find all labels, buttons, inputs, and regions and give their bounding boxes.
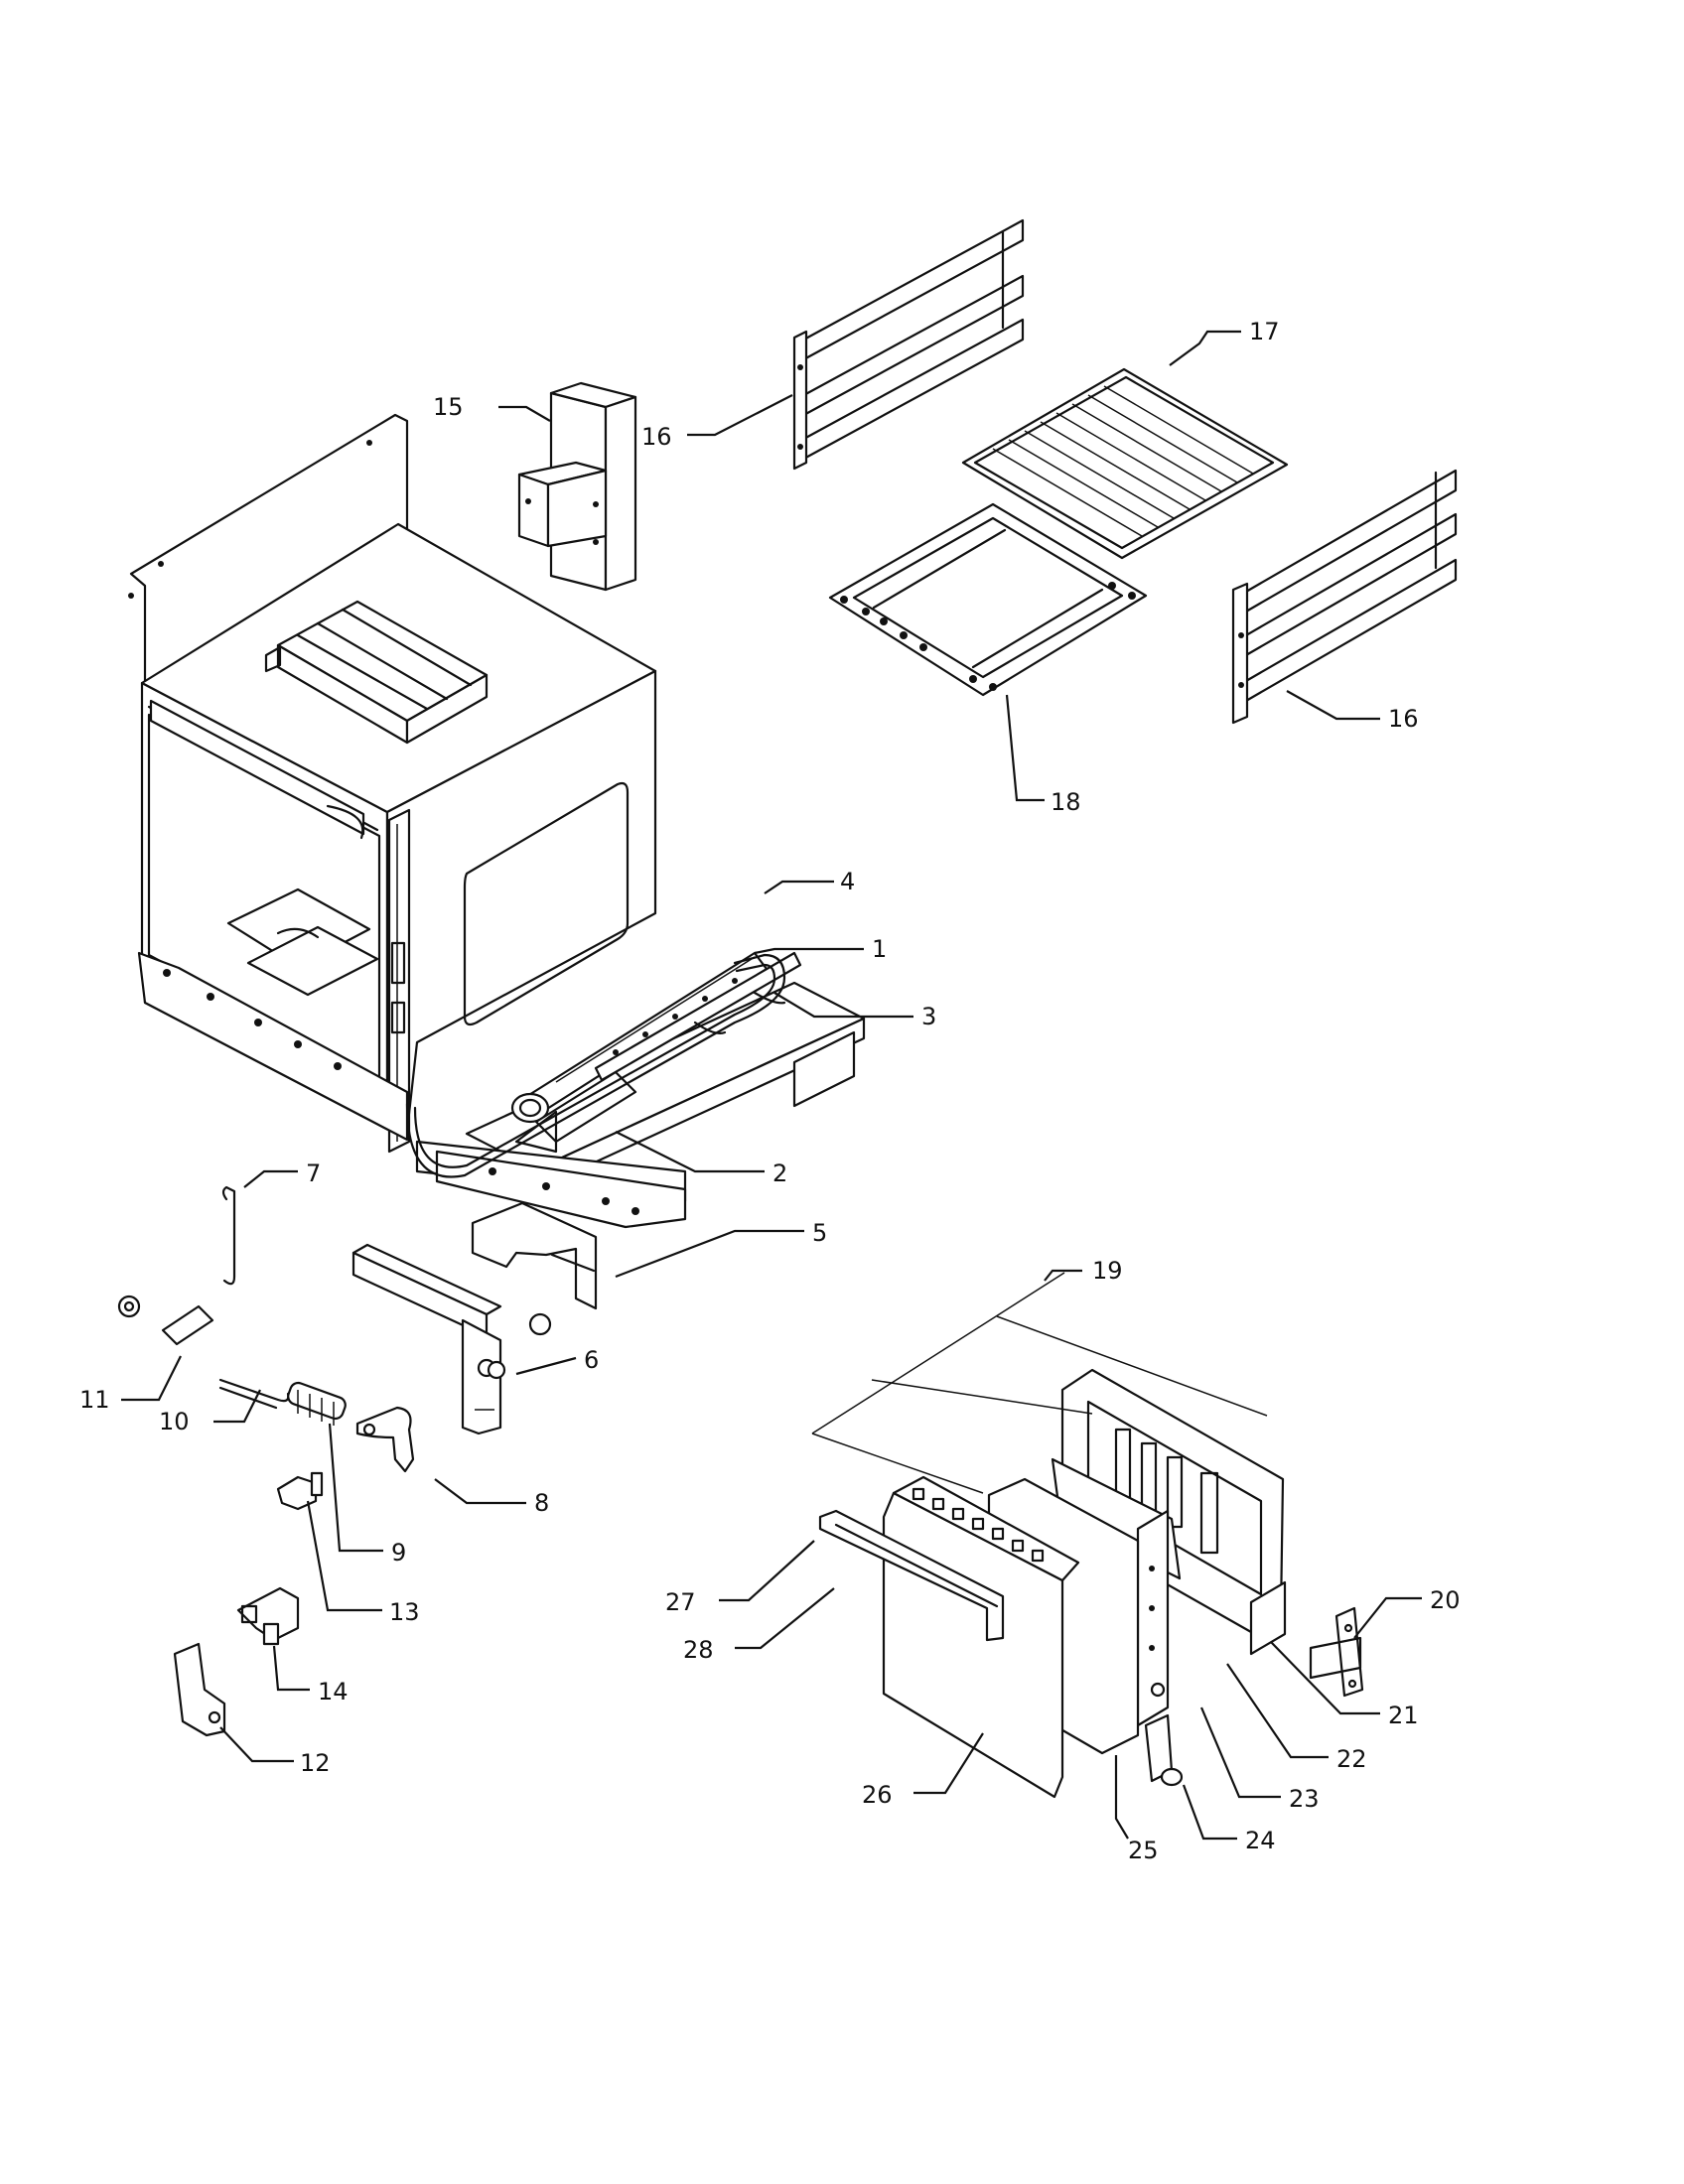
part-6-bracket (351, 1243, 552, 1435)
callout-7: 7 (306, 1160, 321, 1187)
door-vent-holes (912, 1487, 1045, 1563)
callout-27: 27 (665, 1588, 696, 1616)
door-assembly (811, 1272, 1364, 1799)
callout-18: 18 (1051, 788, 1081, 816)
callout-6: 6 (584, 1346, 599, 1374)
oven-frame (128, 413, 657, 1154)
part-18-pan (828, 502, 1148, 697)
callout-5: 5 (812, 1219, 827, 1247)
callout-labels: 4 1 3 2 5 6 7 8 9 10 11 12 13 14 15 16 1… (79, 318, 1461, 1864)
callout-10: 10 (159, 1408, 190, 1435)
callout-26: 26 (862, 1781, 893, 1809)
callout-19: 19 (1092, 1257, 1123, 1285)
part-7-rod (221, 1185, 236, 1286)
callout-9: 9 (391, 1539, 406, 1567)
part-15-shield (517, 381, 637, 592)
callout-16-left: 16 (641, 423, 672, 451)
part-17-rack (961, 367, 1289, 560)
part-5-bracket (471, 1201, 598, 1310)
callout-13: 13 (389, 1598, 420, 1626)
callout-14: 14 (318, 1678, 349, 1706)
callout-28: 28 (683, 1636, 714, 1664)
callout-15: 15 (433, 393, 464, 421)
callout-8: 8 (534, 1489, 549, 1517)
callout-4: 4 (840, 868, 855, 895)
callout-24: 24 (1245, 1827, 1276, 1854)
part-16-rails-left (792, 218, 1025, 471)
callout-3: 3 (921, 1003, 936, 1030)
callout-12: 12 (300, 1749, 331, 1777)
callout-25: 25 (1128, 1837, 1159, 1864)
part-9-spring (287, 1381, 347, 1426)
callout-21: 21 (1388, 1702, 1419, 1729)
part-11-clip (117, 1295, 214, 1346)
callout-23: 23 (1289, 1785, 1320, 1813)
leader-lines (121, 330, 1422, 1841)
callout-11: 11 (79, 1386, 110, 1414)
burner-assembly (405, 951, 866, 1229)
callout-1: 1 (872, 935, 887, 963)
callout-22: 22 (1336, 1745, 1367, 1773)
callout-17: 17 (1249, 318, 1280, 345)
part-16-rails-right (1231, 469, 1458, 725)
part-14-valve (236, 1586, 300, 1646)
callout-20: 20 (1430, 1586, 1461, 1614)
part-13-knob (276, 1471, 324, 1511)
callout-16-right: 16 (1388, 705, 1419, 733)
part-8-lever (355, 1406, 415, 1473)
part-12-bracket (173, 1642, 226, 1737)
callout-2: 2 (772, 1160, 787, 1187)
